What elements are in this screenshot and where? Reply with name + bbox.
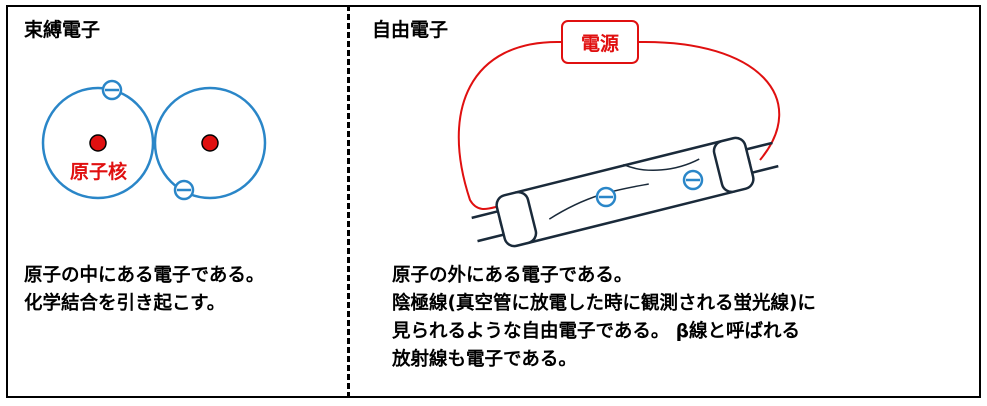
bound-electron-title: 束縛電子 <box>24 19 101 41</box>
electron-icon <box>682 169 704 191</box>
nucleus-label: 原子核 <box>70 161 128 183</box>
electron-path <box>623 158 700 171</box>
free-electron-description: 原子の外にある電子である。 陰極線(真空管に放電した時に観測される蛍光線)に 見… <box>392 262 816 374</box>
description-line: 化学結合を引き起こす。 <box>24 293 226 314</box>
nucleus-icon <box>201 134 219 152</box>
bound-electron-description: 原子の中にある電子である。 化学結合を引き起こす。 <box>24 262 264 318</box>
power-source-label: 電源 <box>580 32 619 55</box>
electron-icon <box>101 79 123 101</box>
panel-divider <box>347 5 350 398</box>
description-line: 原子の中にある電子である。 <box>24 265 265 286</box>
description-line: 原子の外にある電子である。 <box>392 265 633 286</box>
power-source-box: 電源 <box>561 20 639 64</box>
nucleus-icon <box>89 134 107 152</box>
diagram-frame <box>6 5 981 398</box>
free-electron-title: 自由電子 <box>372 19 449 41</box>
electron-icon <box>595 186 617 208</box>
electron-icon <box>173 179 195 201</box>
description-line: 放射線も電子である。 <box>392 349 577 370</box>
description-line: 陰極線(真空管に放電した時に観測される蛍光線)に <box>392 293 816 314</box>
cathode-ray-tube-icon <box>471 136 779 248</box>
description-line: 見られるような自由電子である。 β線と呼ばれる <box>392 321 801 342</box>
wire-right <box>638 40 781 161</box>
orbit-right <box>153 86 267 200</box>
wire-left <box>457 40 562 210</box>
orbit-left <box>41 86 155 200</box>
